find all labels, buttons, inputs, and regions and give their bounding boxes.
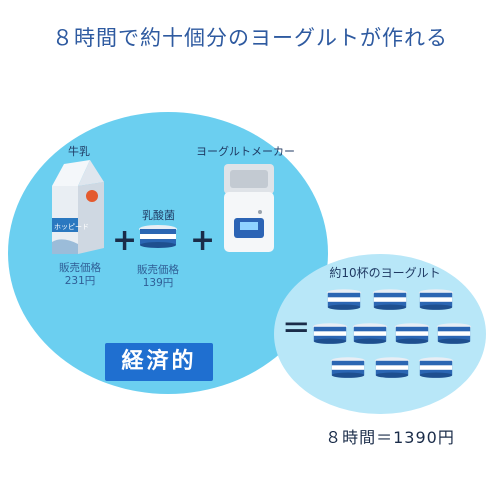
yogurt-cup-icon bbox=[312, 323, 348, 344]
yogurt-cup-icon bbox=[330, 357, 366, 378]
culture-label: 乳酸菌 bbox=[142, 209, 175, 222]
milk-label: 牛乳 bbox=[68, 145, 90, 158]
svg-text:ホッピード: ホッピード bbox=[54, 223, 89, 231]
yogurt-cup-icon bbox=[394, 323, 430, 344]
yogurt-maker-icon bbox=[224, 164, 274, 252]
cost-label: ８時間＝1390円 bbox=[325, 428, 455, 447]
milk-carton-icon: ホッピード bbox=[52, 160, 104, 254]
result-label: 約10杯のヨーグルト bbox=[329, 266, 441, 280]
culture-price: 販売価格 139円 bbox=[137, 264, 179, 289]
yogurt-cup-icon bbox=[436, 323, 472, 344]
plus-sign-1: + bbox=[112, 223, 138, 258]
equals-sign: = bbox=[282, 307, 311, 347]
yogurt-cup-icon bbox=[418, 357, 454, 378]
yogurt-cup-icon bbox=[139, 225, 177, 248]
yogurt-cup-icon bbox=[374, 357, 410, 378]
plus-sign-2: + bbox=[190, 223, 216, 258]
milk-price: 販売価格 231円 bbox=[59, 262, 101, 287]
yogurt-cup-icon bbox=[326, 289, 362, 310]
yogurt-cup-icon bbox=[372, 289, 408, 310]
yogurt-cup-icon bbox=[418, 289, 454, 310]
economical-badge: 経済的 bbox=[105, 343, 213, 381]
yogurt-cup-icon bbox=[352, 323, 388, 344]
maker-label: ヨーグルトメーカー bbox=[196, 145, 295, 158]
page-title: ８時間で約十個分のヨーグルトが作れる bbox=[52, 26, 448, 50]
